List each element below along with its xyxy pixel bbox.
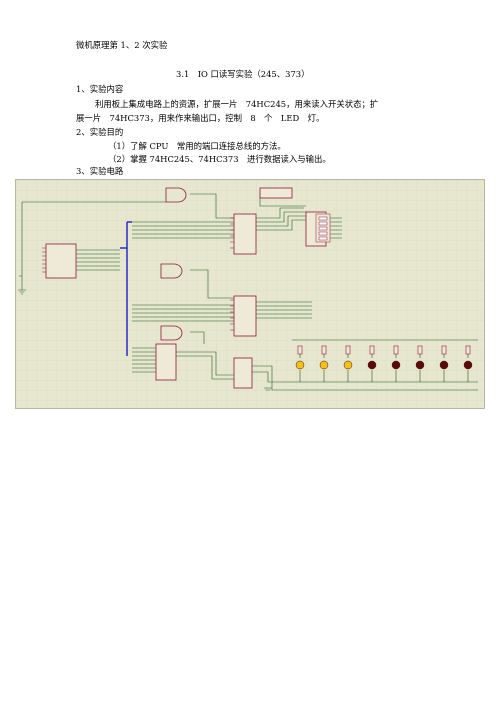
dip-switch (315, 213, 331, 243)
purpose-item-2: （2）掌握 74HC245、74HC373 进行数据读入与输出。 (108, 154, 331, 164)
circuit-heading: 3、实验电路 (76, 166, 124, 176)
logic-gates (160, 187, 187, 341)
ic-pins (42, 217, 234, 331)
ground-symbols (18, 289, 272, 391)
circuit-schematic (15, 179, 485, 409)
data-bus (120, 221, 132, 356)
purpose-item-1: （1）了解 CPU 常用的端口连接总线的方法。 (108, 141, 286, 151)
section-title: 3.1 IO 口读写实验（245、373） (176, 69, 310, 79)
led-row (295, 360, 473, 370)
ic-chips (45, 187, 327, 389)
purpose-heading: 2、实验目的 (76, 127, 124, 137)
content-heading: 1、实验内容 (76, 84, 124, 94)
schematic-drawing (16, 180, 484, 408)
content-line-1: 利用板上集成电路上的资源，扩展一片 74HC245，用来读入开关状态；扩 (95, 99, 379, 109)
content-line-2: 展一片 74HC373，用来作来输出口，控制 8 个 LED 灯。 (76, 113, 325, 123)
resistor-array (297, 345, 471, 355)
doc-title: 微机原理第 1、2 次实验 (76, 40, 168, 50)
